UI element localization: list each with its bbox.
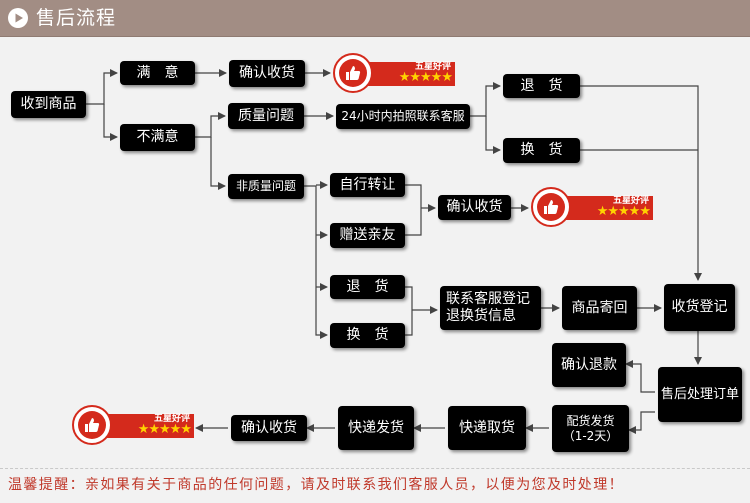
contact-service-box: 24小时内拍照联系客服	[336, 104, 470, 129]
courier-ship-box: 快递发货	[338, 406, 414, 450]
satisfied-box: 满 意	[120, 61, 195, 85]
badge-label: 五星好评	[153, 414, 190, 424]
courier-pickup-box: 快递取货	[448, 406, 526, 450]
badge-label: 五星好评	[414, 62, 451, 72]
badge-label: 五星好评	[612, 196, 649, 206]
star-rating: ★★★★★	[137, 422, 192, 437]
confirm-receipt-box: 确认收货	[231, 415, 307, 441]
gift-friends-box: 赠送亲友	[330, 223, 405, 248]
process-order-box: 售后处理订单	[658, 367, 742, 422]
confirm-receipt-box: 确认收货	[229, 60, 305, 87]
five-star-review-badge: 五星好评 ★★★★★	[531, 187, 655, 227]
quality-issue-box: 质量问题	[228, 103, 304, 129]
send-back-box: 商品寄回	[562, 286, 637, 330]
flow-connectors	[86, 69, 702, 434]
five-star-review-badge: 五星好评 ★★★★★	[333, 53, 457, 93]
return-box: 退 货	[330, 275, 405, 299]
non-quality-issue-box: 非质量问题	[228, 174, 304, 199]
thumbs-up-icon	[333, 53, 373, 93]
header-banner: 售后流程	[0, 0, 750, 37]
register-exchange-info-box: 联系客服登记 退换货信息	[440, 286, 541, 330]
five-star-review-badge: 五星好评 ★★★★★	[72, 405, 196, 445]
receive-goods-box: 收到商品	[11, 91, 86, 118]
ship-goods-box: 配货发货 （1-2天）	[552, 405, 629, 452]
thumbs-up-icon	[531, 187, 571, 227]
exchange-box: 换 货	[503, 138, 580, 163]
confirm-refund-box: 确认退款	[552, 343, 626, 387]
confirm-receipt-box: 确认收货	[438, 195, 511, 220]
star-rating: ★★★★★	[398, 70, 453, 85]
return-box: 退 货	[503, 74, 580, 98]
reminder-text: 温馨提醒：亲如果有关于商品的任何问题，请及时联系我们客服人员，以便为您及时处理！	[8, 477, 624, 493]
receipt-registration-box: 收货登记	[664, 284, 735, 331]
thumbs-up-icon	[72, 405, 112, 445]
self-transfer-box: 自行转让	[330, 173, 405, 197]
play-circle-icon	[8, 8, 28, 28]
unsatisfied-box: 不满意	[120, 124, 195, 151]
page-title: 售后流程	[36, 7, 117, 29]
star-rating: ★★★★★	[596, 204, 651, 219]
exchange-box: 换 货	[330, 323, 405, 348]
reminder-footer: 温馨提醒：亲如果有关于商品的任何问题，请及时联系我们客服人员，以便为您及时处理！	[0, 468, 750, 503]
